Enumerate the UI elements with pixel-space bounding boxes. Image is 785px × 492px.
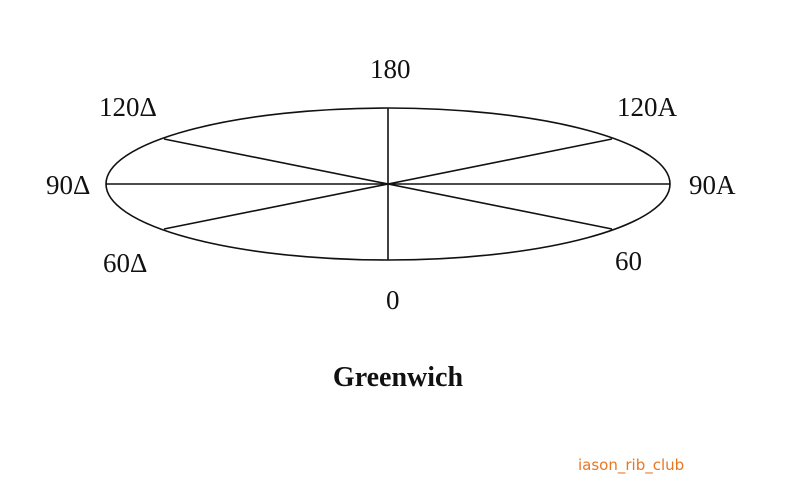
label-90a: 90A [689, 170, 736, 200]
diagonal-60delta-to-120a [163, 138, 613, 230]
label-120a: 120A [617, 92, 677, 122]
label-180: 180 [370, 54, 411, 84]
label-60: 60 [615, 246, 642, 276]
label-0: 0 [386, 285, 400, 315]
label-60-delta: 60Δ [103, 248, 148, 278]
label-120-delta: 120Δ [99, 92, 157, 122]
watermark-text: iason_rib_club [578, 456, 685, 474]
diagram-title: Greenwich [332, 362, 464, 393]
label-90-delta: 90Δ [46, 170, 91, 200]
